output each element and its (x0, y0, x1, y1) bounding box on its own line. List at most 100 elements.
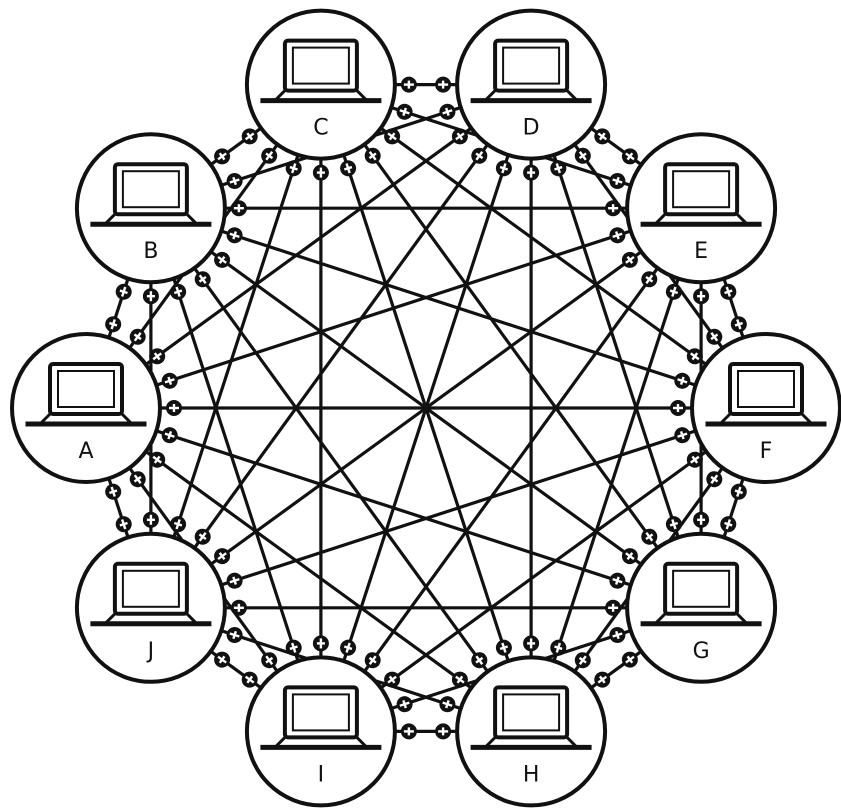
laptop-icon (260, 685, 382, 750)
connector-icon (668, 398, 688, 418)
node-label-F: F (760, 439, 773, 464)
connector-icon (399, 75, 419, 94)
link-F-J (149, 406, 768, 610)
laptop-icon (705, 362, 827, 427)
connector-icon (223, 569, 246, 592)
node-label-G: G (693, 639, 710, 664)
node-label-I: I (318, 762, 325, 787)
connector-icon (141, 510, 161, 529)
connector-icon (229, 598, 249, 617)
connector-icon (727, 480, 751, 503)
connector-icon (436, 692, 459, 716)
node-D[interactable]: D (455, 8, 608, 161)
node-A[interactable]: A (10, 332, 162, 484)
node-F[interactable]: F (690, 332, 841, 484)
connector-icon (311, 634, 331, 653)
laptop-icon (640, 561, 762, 627)
connector-icon (166, 280, 190, 304)
connector-icon (141, 287, 161, 306)
node-C[interactable]: C (244, 8, 397, 161)
connector-icon (237, 124, 263, 149)
connector-icon (393, 692, 416, 716)
connector-icon (617, 647, 643, 672)
connector-icon (223, 623, 246, 647)
node-J[interactable]: J (74, 531, 227, 684)
connector-icon (662, 280, 686, 304)
connector-icon (209, 543, 235, 569)
connector-icon (570, 647, 596, 673)
node-I[interactable]: I (244, 655, 397, 808)
connector-icon (521, 634, 541, 653)
laptop-icon (470, 685, 592, 750)
connector-icon (717, 280, 740, 304)
connector-icon (190, 266, 216, 292)
connector-icon (223, 169, 246, 193)
connector-icon (606, 224, 629, 247)
connector-icon (436, 100, 459, 124)
connector-icon (112, 280, 135, 304)
connector-icon (336, 157, 360, 180)
node-label-B: B (143, 239, 158, 264)
connector-icon (229, 198, 249, 218)
connector-icon (433, 75, 453, 94)
connector-icon (691, 287, 711, 306)
node-B[interactable]: B (74, 132, 227, 285)
connector-icon (209, 647, 235, 672)
connector-icon (237, 667, 263, 692)
connector-icon (190, 524, 216, 550)
laptop-icon (90, 561, 212, 627)
connector-icon (617, 543, 643, 569)
connector-icon (636, 524, 662, 550)
connector-icon (727, 313, 751, 336)
connector-icon (589, 667, 615, 692)
connector-icon (570, 143, 596, 169)
connector-icon (112, 512, 135, 536)
connector-icon (606, 169, 629, 193)
connector-icon (547, 636, 570, 659)
connector-icon (589, 124, 615, 149)
connector-icon (701, 324, 727, 350)
node-label-J: J (146, 639, 155, 664)
connector-icon (282, 636, 305, 659)
link-E-I (319, 206, 703, 734)
node-H[interactable]: H (455, 655, 608, 808)
connector-icon (125, 466, 151, 492)
connector-icon (336, 636, 360, 659)
connector-icon (209, 247, 235, 273)
connector-icon (466, 647, 492, 673)
laptop-icon (90, 162, 212, 227)
connector-icon (492, 157, 516, 180)
connector-icon (125, 324, 151, 350)
connector-icon (256, 143, 282, 169)
connector-icon (393, 100, 416, 124)
connector-icon (360, 143, 386, 169)
link-E-J (149, 206, 703, 610)
connector-icon (223, 224, 246, 247)
connector-icon (311, 163, 331, 182)
connector-icon (466, 143, 492, 169)
connector-icon (691, 510, 711, 529)
connector-icon (166, 512, 190, 536)
laptop-icon (640, 162, 762, 227)
node-label-D: D (523, 116, 540, 141)
connector-icon (101, 480, 125, 503)
connector-icon (433, 722, 453, 741)
connector-icon (662, 512, 686, 536)
connector-icon (617, 144, 643, 169)
connector-icon (717, 512, 740, 536)
connector-icon (603, 598, 623, 617)
link-D-J (149, 82, 533, 610)
connector-icon (547, 157, 570, 180)
laptop-icon (470, 38, 592, 104)
connector-icon (636, 266, 662, 292)
connector-icon (701, 466, 727, 492)
connector-icon (256, 647, 282, 673)
connector-icon (606, 569, 629, 592)
node-G[interactable]: G (625, 531, 778, 684)
node-label-E: E (694, 239, 708, 264)
node-label-H: H (523, 762, 540, 787)
node-E[interactable]: E (625, 132, 778, 285)
connector-icon (101, 313, 125, 336)
laptop-icon (25, 362, 147, 427)
